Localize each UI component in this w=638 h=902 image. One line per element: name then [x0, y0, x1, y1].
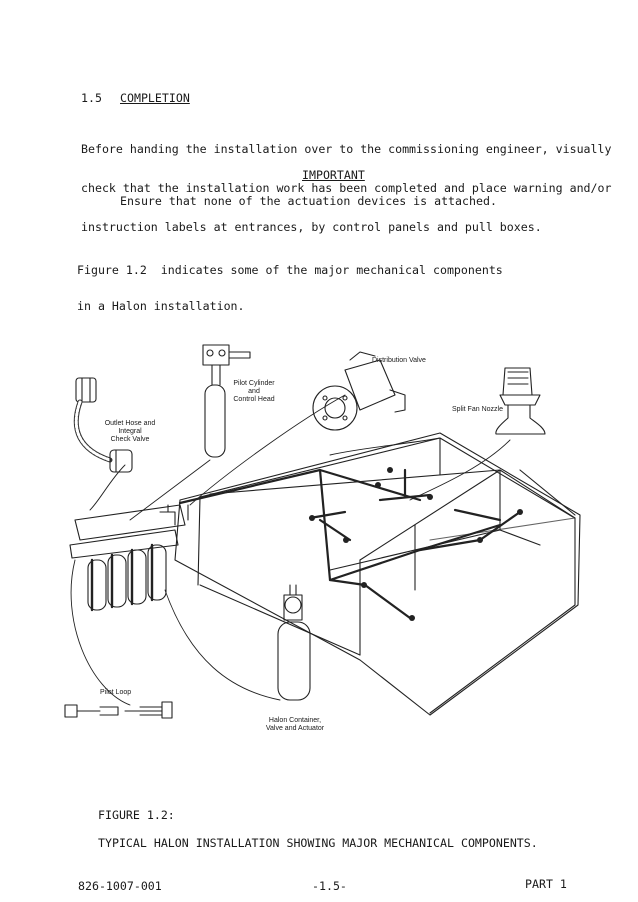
- halon-container: [277, 584, 311, 701]
- distribution-valve: [312, 351, 406, 431]
- pipe-network: [178, 468, 522, 620]
- footer-doc-number: 826-1007-001: [78, 879, 162, 893]
- section-number: 1.5: [81, 91, 102, 105]
- important-heading: IMPORTANT: [302, 168, 365, 182]
- label-line: Halon Container,: [268, 717, 322, 724]
- pilot-cylinder: [202, 344, 251, 458]
- label-line: Check Valve: [110, 436, 150, 443]
- paragraph-line: check that the installation work has bee…: [81, 181, 612, 195]
- label-line: Control Head: [233, 396, 275, 403]
- label-halon-container: Halon Container, Valve and Actuator: [258, 717, 332, 733]
- figure-caption-text: TYPICAL HALON INSTALLATION SHOWING MAJOR…: [98, 836, 538, 850]
- label-pilot-cylinder: Pilot Cylinder and Control Head: [222, 380, 286, 404]
- label-line: and: [248, 388, 260, 395]
- figure-reference-line: in a Halon installation.: [77, 299, 245, 313]
- label-pilot-loop: Pilot Loop: [100, 689, 132, 696]
- footer-page-number: -1.5-: [312, 879, 347, 893]
- section-heading: COMPLETION: [120, 91, 190, 105]
- pilot-loop: [64, 701, 173, 719]
- pipe-nozzles: [309, 467, 523, 621]
- label-line: Integral: [118, 428, 142, 435]
- label-line: Valve and Actuator: [265, 725, 325, 732]
- split-fan-nozzle: [495, 367, 546, 435]
- label-distribution-valve: Distribution Valve: [372, 357, 426, 364]
- leader-lines: [70, 394, 511, 706]
- paragraph-line: Before handing the installation over to …: [81, 142, 612, 156]
- figure-reference: Figure 1.2 indicates some of the major m…: [77, 240, 503, 324]
- figure-reference-line: Figure 1.2 indicates some of the major m…: [77, 263, 503, 277]
- label-split-fan-nozzle: Split Fan Nozzle: [452, 406, 503, 413]
- paragraph: Before handing the installation over to …: [81, 117, 612, 247]
- footer-part: PART 1: [525, 877, 567, 891]
- enclosure-outline: [174, 432, 581, 716]
- label-line: Outlet Hose and: [104, 420, 156, 427]
- label-outlet-hose: Outlet Hose and Integral Check Valve: [96, 420, 164, 444]
- label-line: Pilot Cylinder: [233, 380, 275, 387]
- cylinder-bank-manifold: [69, 504, 189, 612]
- important-text: Ensure that none of the actuation device…: [120, 194, 497, 208]
- outlet-hose: [73, 377, 133, 473]
- paragraph-line: instruction labels at entrances, by cont…: [81, 220, 542, 234]
- figure-caption-number: FIGURE 1.2:: [98, 808, 175, 822]
